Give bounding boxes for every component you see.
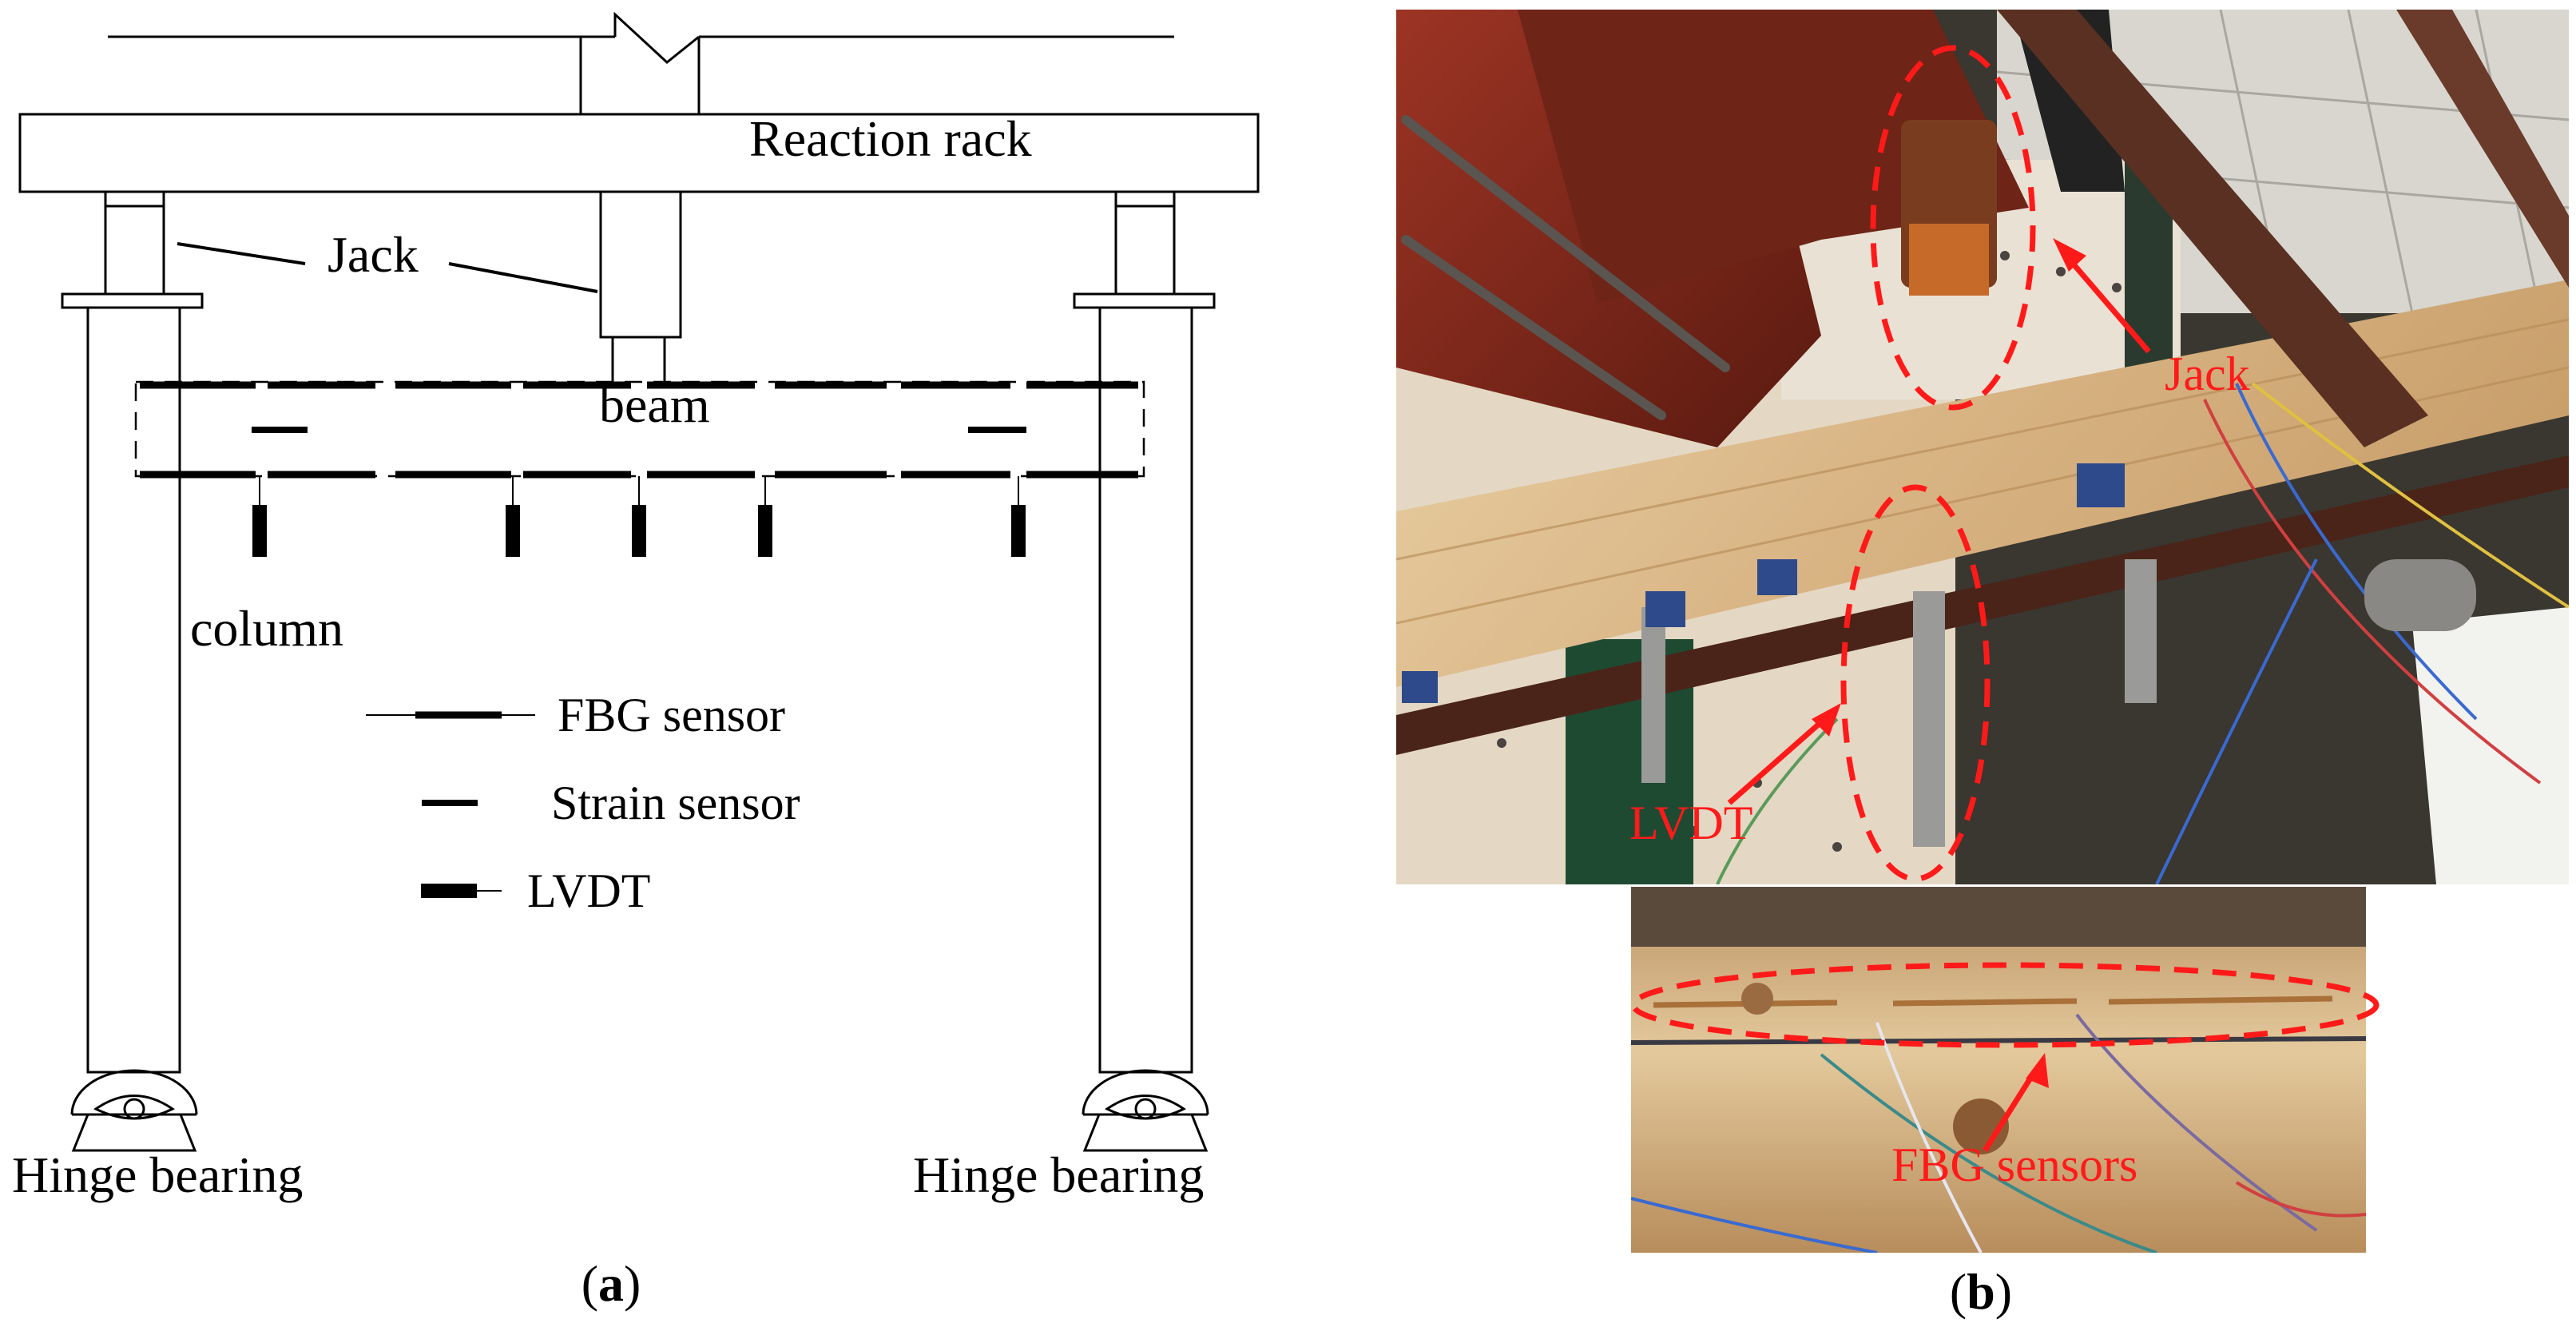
legend-fbg-label: FBG sensor [558, 689, 785, 741]
legend [366, 711, 535, 898]
hinge-eye [1105, 1095, 1186, 1120]
right-jack-plate [1073, 292, 1216, 309]
magnetic-bases [1402, 463, 2125, 703]
lvdt-sensor [506, 505, 520, 557]
hinge-base [71, 1114, 197, 1152]
hinge-eye [93, 1095, 175, 1120]
legend-lvdt-label: LVDT [527, 864, 650, 917]
jack-arrowhead [2053, 238, 2086, 272]
column-label: column [190, 600, 343, 657]
hinge-bearing-right [1082, 1069, 1209, 1152]
photo2-top-edge [1631, 887, 2366, 947]
legend-strain-label: Strain sensor [551, 777, 800, 829]
fbg-arrow-line [1983, 1069, 2038, 1152]
jack-arrow-line [2062, 252, 2151, 354]
photo-test-setup [1396, 10, 2569, 884]
middle-jack [599, 190, 682, 339]
reaction-rack [18, 113, 1260, 193]
hinge-base [1082, 1114, 1209, 1152]
panel-a-schematic [18, 11, 1260, 1074]
lvdt-arrowhead [1812, 703, 1841, 737]
left-column [86, 306, 181, 1074]
hinge-pin [123, 1098, 145, 1120]
lvdt-instruments [1641, 559, 2157, 847]
jack-ellipse [1870, 45, 2036, 411]
caption-a-open: ( [581, 1255, 598, 1312]
cables [1716, 382, 2569, 884]
right-pipe [2396, 10, 2569, 288]
photo2-knot [1953, 1099, 2009, 1154]
lvdt-sensor [1011, 505, 1026, 557]
red-arrowheads [1812, 238, 2086, 1088]
cylinder [2364, 559, 2476, 631]
photo2-beam [1631, 943, 2366, 1253]
lvdt-ellipse [1840, 484, 1991, 882]
beam-outline [134, 380, 1145, 478]
hinge-bearing-left-label: Hinge bearing [12, 1146, 303, 1203]
lvdt-sensor [758, 505, 772, 557]
red-annotations [1630, 45, 2380, 1152]
caption-b: (b) [1950, 1263, 2012, 1320]
steel-top-plate [1518, 10, 2029, 304]
caption-b-letter: b [1967, 1263, 1995, 1320]
photo2-knot-2 [1741, 983, 1773, 1015]
caption-a: (a) [581, 1255, 641, 1312]
hinge-dome [1082, 1069, 1209, 1115]
lvdt-sensor [252, 505, 267, 557]
caption-b-close: ) [1995, 1263, 2012, 1320]
photo-jack-label: Jack [2165, 348, 2250, 400]
photo-lvdt-label: LVDT [1629, 797, 1752, 849]
reaction-rack-label: Reaction rack [749, 110, 1032, 167]
timber-beam [1396, 280, 2569, 687]
hinge-pin [1134, 1098, 1157, 1120]
jack-label: Jack [327, 226, 419, 283]
legend-lvdt-symbol [421, 884, 477, 898]
hinge-dome [70, 1069, 198, 1115]
panel-a-labels: Reaction rack Jack beam column FBG senso… [12, 110, 1204, 1312]
hinge-bearing-left [70, 1069, 198, 1152]
diagonal-pipe [1997, 10, 2428, 447]
lvdt-arrow-line [1727, 713, 1832, 805]
panel-b-labels: Jack LVDT FBG sensors (b) [1629, 348, 2250, 1320]
threaded-rods [1401, 115, 1730, 420]
left-jack-plate [61, 292, 204, 309]
lvdt-sensor [632, 505, 646, 557]
caption-a-letter: a [598, 1255, 624, 1312]
photo2-beam-edge [1631, 1036, 2366, 1045]
photo-fbg-beam [1631, 887, 2366, 1253]
fbg-sensors [140, 381, 1138, 479]
photo-fbg-label: FBG sensors [1891, 1138, 2137, 1191]
right-column [1098, 306, 1193, 1074]
caption-b-open: ( [1950, 1263, 1967, 1320]
beam-label: beam [599, 376, 710, 433]
fbg-ellipse [1630, 962, 2380, 1048]
caption-a-close: ) [624, 1255, 641, 1312]
jack-leader-right [448, 262, 598, 293]
lvdts [252, 476, 1026, 557]
jack-piston [1909, 224, 1989, 296]
fbg-arrowhead [2026, 1053, 2049, 1088]
jack-leader-left [177, 242, 306, 265]
jack-leaders [177, 242, 598, 293]
break-symbol [613, 11, 700, 64]
hinge-bearing-right-label: Hinge bearing [913, 1146, 1204, 1203]
